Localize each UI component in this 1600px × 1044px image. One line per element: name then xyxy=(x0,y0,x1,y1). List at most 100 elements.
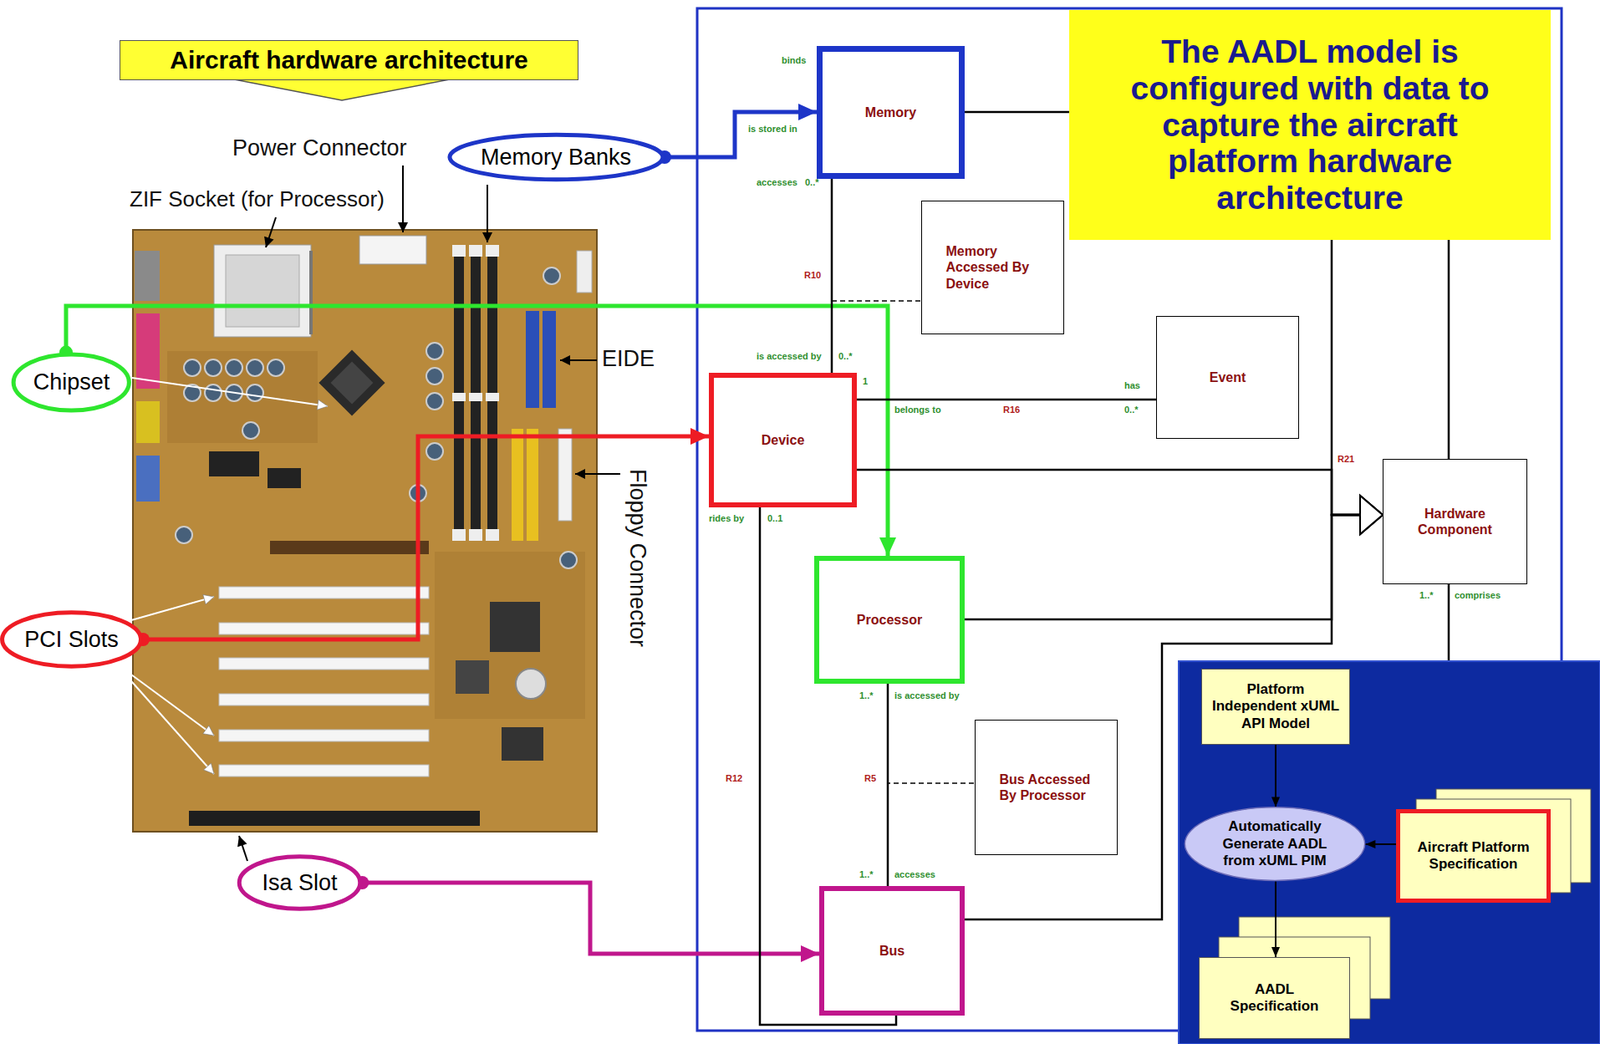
multiplicity-label: 1..* xyxy=(859,690,874,702)
box-text: Automatically Generate AADL from xUML PI… xyxy=(1218,818,1332,870)
motherboard-photo xyxy=(219,693,429,706)
association-line xyxy=(1447,239,1451,459)
white-leader-line xyxy=(118,377,328,775)
document-box: Aircraft Platform Specification xyxy=(1396,809,1551,903)
process-ellipse: Automatically Generate AADL from xUML PI… xyxy=(1182,804,1368,884)
white-leader-line xyxy=(132,377,328,407)
callout-ellipse: PCI Slots xyxy=(0,610,143,669)
multiplicity-label: 1..* xyxy=(1419,590,1434,602)
connector xyxy=(66,305,888,556)
leader-line xyxy=(575,473,621,475)
relationship-number: R10 xyxy=(804,270,821,281)
diagram-frame xyxy=(697,8,1562,1031)
role-label: binds xyxy=(781,55,806,67)
motherboard-photo xyxy=(204,359,222,377)
multiplicity-label: 0..1 xyxy=(767,513,783,525)
multiplicity-label: 0..* xyxy=(838,351,853,362)
box-text: Aircraft hardware architecture xyxy=(169,45,529,76)
relationship-number: R16 xyxy=(1003,404,1020,416)
motherboard-photo xyxy=(359,235,427,265)
leader-line xyxy=(402,165,404,233)
role-label: is stored in xyxy=(748,123,798,135)
box-text: Memory Accessed By Device xyxy=(946,243,1040,292)
multiplicity-label: 0..* xyxy=(1124,404,1139,416)
document-box: Platform Independent xUML API Model xyxy=(1201,668,1351,745)
motherboard-photo xyxy=(183,359,201,377)
box-text: Aircraft Platform Specification xyxy=(1411,839,1537,874)
heading-arrow xyxy=(229,78,454,101)
connector xyxy=(886,683,890,887)
box-text: Memory xyxy=(865,104,917,121)
role-label: comprises xyxy=(1454,590,1501,602)
association-class-box: Memory Accessed By Device xyxy=(921,200,1065,335)
motherboard-photo xyxy=(489,601,541,653)
motherboard-photo xyxy=(270,540,429,555)
motherboard-photo xyxy=(136,401,160,444)
relationship-number: R12 xyxy=(725,773,743,785)
association-line xyxy=(1447,239,1451,663)
motherboard-photo xyxy=(485,392,500,402)
callout-ellipse: Isa Slot xyxy=(237,854,362,912)
motherboard-photo xyxy=(219,586,429,599)
role-label: belongs to xyxy=(894,404,942,416)
box-text: Event xyxy=(1209,369,1247,386)
motherboard-photo xyxy=(132,229,597,832)
leader-line xyxy=(239,165,621,862)
leader-line xyxy=(239,835,248,862)
ellipse-outline xyxy=(2,612,142,667)
connector xyxy=(1274,744,1277,808)
motherboard-photo xyxy=(511,428,524,541)
connector xyxy=(964,514,1383,920)
inset-panel xyxy=(1178,661,1600,1044)
part-label: Floppy Connector xyxy=(624,468,651,648)
class-box: Hardware Component xyxy=(1382,458,1528,585)
motherboard-photo xyxy=(219,764,429,777)
motherboard-photo xyxy=(543,267,561,285)
white-leader-line xyxy=(118,665,215,736)
association-dashed-line xyxy=(832,300,921,302)
box-text: Platform Independent xUML API Model xyxy=(1208,681,1343,733)
connector xyxy=(830,178,834,373)
motherboard-photo xyxy=(132,229,597,832)
connector xyxy=(361,882,820,954)
motherboard-photo xyxy=(452,529,466,541)
white-leader-line xyxy=(125,596,215,622)
leader-line xyxy=(265,217,276,248)
ellipse-outline xyxy=(1184,807,1365,882)
motherboard-photo xyxy=(501,727,544,761)
box-text: Bus Accessed By Processor xyxy=(999,771,1094,804)
motherboard-photo xyxy=(485,244,500,257)
motherboard-photo xyxy=(455,660,490,694)
motherboard-photo xyxy=(214,244,311,337)
role-label: is accessed by xyxy=(894,690,960,702)
ellipse-outline xyxy=(239,856,361,910)
motherboard-photo xyxy=(468,392,483,402)
motherboard-photo xyxy=(219,622,429,635)
motherboard-photo xyxy=(525,310,540,408)
connector xyxy=(856,398,1157,402)
role-label: rides by xyxy=(708,513,744,525)
role-label: is accessed by xyxy=(756,351,822,362)
association-class-box: Bus Accessed By Processor xyxy=(974,719,1118,856)
motherboard-photo xyxy=(434,551,586,719)
motherboard-photo xyxy=(515,668,546,699)
motherboard-photo xyxy=(267,359,285,377)
motherboard-photo xyxy=(426,443,444,460)
motherboard-photo xyxy=(542,310,556,408)
box-text: The AADL model is configured with data t… xyxy=(1113,33,1507,216)
motherboard-photo xyxy=(225,359,243,377)
inset-panel xyxy=(1178,661,1600,1044)
motherboard-photo xyxy=(309,250,313,335)
role-label: has xyxy=(1124,380,1141,392)
motherboard-photo xyxy=(136,313,160,389)
motherboard-photo xyxy=(560,551,577,569)
box-text: Device xyxy=(761,432,806,449)
motherboard-photo xyxy=(485,529,500,541)
heading-box: Aircraft hardware architecture xyxy=(119,40,579,81)
motherboard-photo xyxy=(426,367,444,385)
box-text: Bus xyxy=(879,942,905,959)
connector xyxy=(142,436,709,640)
class-box: Event xyxy=(1156,315,1300,439)
diagram-frame xyxy=(697,8,1562,1031)
box-text: Memory Banks xyxy=(480,143,632,171)
